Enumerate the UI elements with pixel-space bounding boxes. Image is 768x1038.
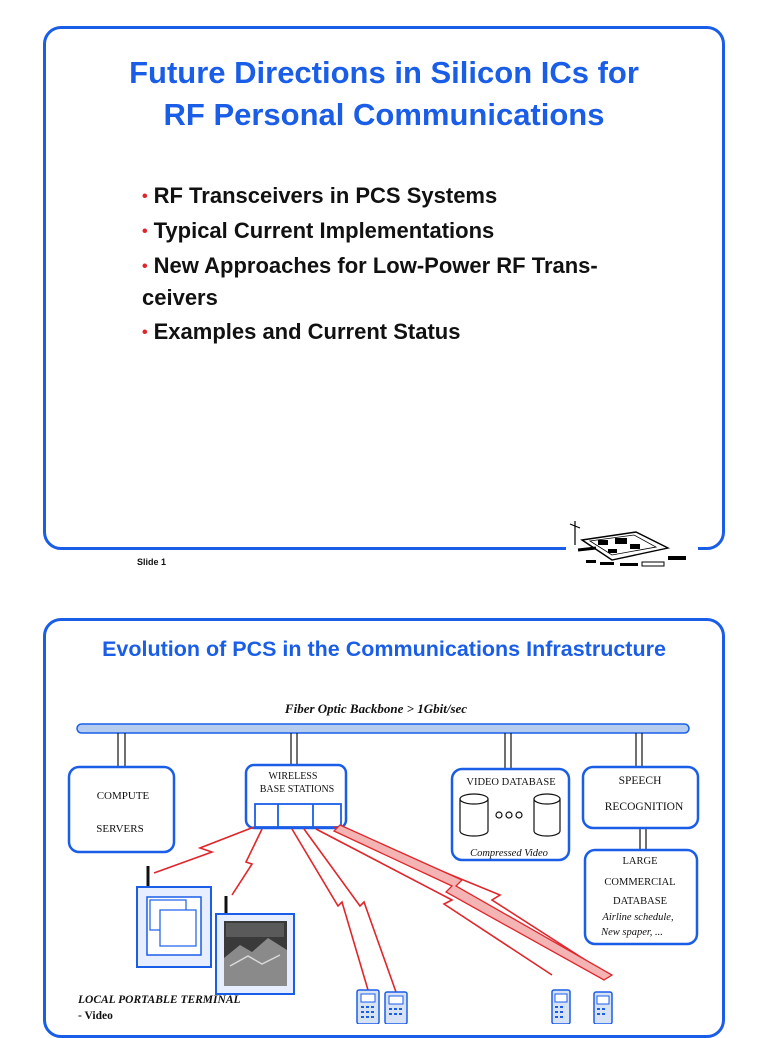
slide-1-title: Future Directions in Silicon ICs for RF … bbox=[0, 52, 768, 136]
newspaper-text: New spaper, ... bbox=[600, 927, 663, 938]
handset-icon bbox=[593, 991, 613, 1024]
bullet-item: • RF Transceivers in PCS Systems bbox=[142, 180, 642, 212]
terminal-label: LOCAL PORTABLE TERMINAL bbox=[77, 994, 241, 1006]
title-line-2: RF Personal Communications bbox=[163, 97, 605, 132]
terminal-video-label: - Video bbox=[78, 1010, 113, 1022]
slide-1-frame bbox=[43, 26, 725, 550]
base-stations-label: BASE STATIONS bbox=[260, 784, 335, 795]
handset-icon bbox=[551, 989, 571, 1024]
bullet-list: • RF Transceivers in PCS Systems • Typical… bbox=[142, 180, 642, 351]
handset-icon bbox=[384, 991, 408, 1024]
bullet-dot-icon: • bbox=[142, 223, 148, 240]
bullet-label: RF Transceivers in PCS Systems bbox=[153, 183, 498, 208]
bullet-dot-icon: • bbox=[142, 324, 148, 341]
chip-logo-icon bbox=[566, 520, 698, 567]
slide-2-title: Evolution of PCS in the Communications I… bbox=[102, 637, 666, 661]
servers-label: SERVERS bbox=[96, 823, 143, 835]
compute-servers-box bbox=[67, 765, 176, 854]
video-terminal-icon bbox=[215, 896, 295, 995]
fiber-backbone-bar bbox=[76, 723, 690, 734]
speech-recognition-box bbox=[581, 765, 700, 830]
disk-icon bbox=[459, 793, 489, 837]
large-label: LARGE bbox=[623, 856, 658, 867]
commercial-label: COMMERCIAL bbox=[604, 877, 675, 888]
bullet-label: Typical Current Implementations bbox=[153, 218, 495, 243]
commercial-database-box bbox=[583, 848, 699, 946]
bullet-item: • Examples and Current Status bbox=[142, 316, 642, 348]
wireless-label: WIRELESS bbox=[269, 771, 318, 782]
title-line-1: Future Directions in Silicon ICs for bbox=[129, 55, 639, 90]
video-database-label: VIDEO DATABASE bbox=[466, 777, 555, 788]
bullet-label: New Approaches for Low-Power RF Trans-ce… bbox=[142, 253, 598, 310]
slide-number: Slide 1 bbox=[137, 557, 167, 567]
backbone-taps bbox=[117, 733, 647, 850]
backbone-label: Fiber Optic Backbone > 1Gbit/sec bbox=[284, 701, 467, 716]
speech-label: SPEECH bbox=[619, 775, 662, 787]
base-station-panels bbox=[254, 803, 342, 828]
disk-icon bbox=[533, 793, 561, 837]
recognition-label: RECOGNITION bbox=[605, 801, 684, 813]
airline-schedule-text: Airline schedule, bbox=[601, 912, 673, 923]
bullet-item: • Typical Current Implementations bbox=[142, 215, 642, 247]
ellipsis-icon bbox=[495, 811, 523, 819]
bullet-dot-icon: • bbox=[142, 188, 148, 205]
bullet-item: •New Approaches for Low-Power RF Trans-c… bbox=[142, 250, 642, 313]
wireless-link-wide bbox=[332, 824, 614, 981]
handset-icon bbox=[356, 989, 380, 1024]
compute-label: COMPUTE bbox=[97, 790, 150, 802]
portable-terminal-icon bbox=[136, 866, 212, 968]
compressed-video-caption: Compressed Video bbox=[470, 848, 548, 859]
database-label: DATABASE bbox=[613, 896, 667, 907]
video-database-box bbox=[450, 767, 571, 862]
bullet-label: Examples and Current Status bbox=[153, 319, 461, 344]
bullet-dot-icon: • bbox=[142, 258, 148, 275]
